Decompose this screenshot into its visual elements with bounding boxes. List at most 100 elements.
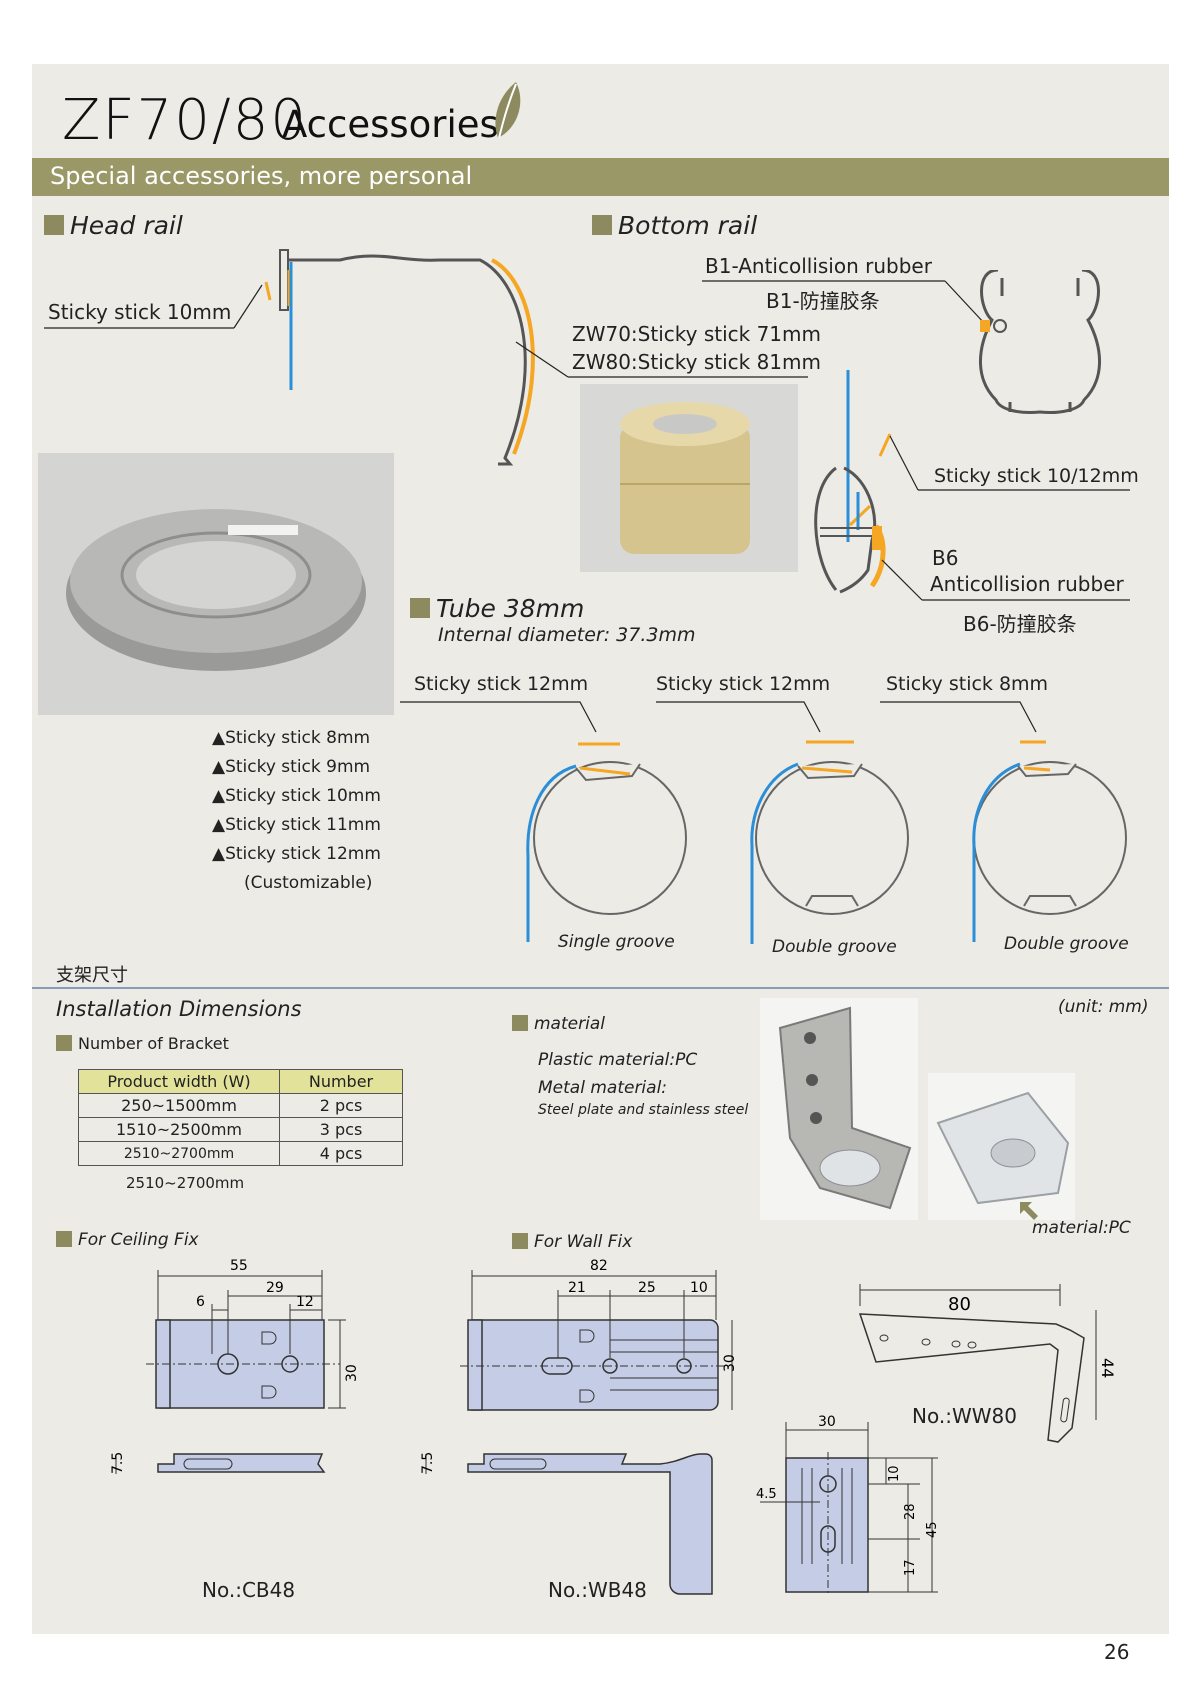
b1-cn-label: B1-防撞胶条 — [766, 289, 880, 313]
leaf-icon — [495, 82, 521, 139]
table-row: 250~1500mm 2 pcs — [78, 1093, 403, 1118]
ceiling-fix-title-text: For Ceiling Fix — [78, 1230, 199, 1250]
b6-label: Anticollision rubber — [930, 572, 1124, 596]
subtitle-text: Special accessories, more personal — [50, 162, 473, 190]
clip-dim-4-5: 4.5 — [756, 1487, 777, 1502]
tube-heading: Tube 38mm — [410, 594, 584, 623]
metal-bracket-photo — [760, 998, 918, 1220]
sticky-size-list: ▲Sticky stick 8mm ▲Sticky stick 9mm ▲Sti… — [212, 728, 412, 893]
table-row: 1510~2500mm 3 pcs — [78, 1117, 403, 1142]
cb48-dim-7-5: 7.5 — [110, 1452, 126, 1474]
metal-material: Metal material: — [538, 1078, 668, 1098]
cb48-dim-29: 29 — [266, 1280, 284, 1296]
wb48-drawing: 82 21 25 10 30 7.5 — [420, 1258, 738, 1595]
tube-heading-text: Tube 38mm — [436, 594, 585, 623]
clip-dim-17: 17 — [903, 1559, 918, 1576]
unit-label: (unit: mm) — [1058, 997, 1149, 1017]
cb48-dim-55: 55 — [230, 1258, 248, 1274]
wb48-dim-21: 21 — [568, 1280, 586, 1296]
ww80-dim-80: 80 — [948, 1294, 971, 1315]
subtitle-banner — [32, 158, 1169, 196]
bracket-count-title-text: Number of Bracket — [78, 1034, 229, 1053]
sticky-roll-photo — [38, 453, 394, 715]
wb48-dim-7-5: 7.5 — [420, 1452, 436, 1474]
plastic-material: Plastic material:PC — [538, 1050, 698, 1070]
section-divider — [32, 987, 1169, 989]
table-cell: 2510~2700mm — [78, 1141, 280, 1166]
table-header: Number — [279, 1069, 403, 1094]
zw70-label: ZW70:Sticky stick 71mm — [572, 322, 821, 346]
arrow-up-icon — [1020, 1202, 1038, 1220]
cb48-name: No.:CB48 — [202, 1578, 296, 1602]
tube-profiles-drawing — [400, 701, 1127, 944]
clip-dim-30: 30 — [818, 1414, 836, 1430]
tube-double-groove-2 — [880, 701, 1127, 942]
tube1-sticky-label: Sticky stick 12mm — [414, 673, 589, 695]
tube2-sticky-label: Sticky stick 12mm — [656, 673, 831, 695]
wb48-dim-10: 10 — [690, 1280, 708, 1296]
ww80-dim-44: 44 — [1098, 1358, 1116, 1378]
tube3-sticky-label: Sticky stick 8mm — [886, 673, 1049, 695]
head-rail-heading: Head rail — [44, 211, 183, 240]
metal-bracket-image — [778, 1006, 912, 1210]
metal-material-detail: Steel plate and stainless steel — [538, 1102, 749, 1118]
wall-fix-title: For Wall Fix — [512, 1232, 632, 1252]
head-rail-profile-drawing — [44, 249, 808, 466]
sticky-size-item: ▲Sticky stick 12mm — [212, 844, 381, 864]
wall-fix-title-text: For Wall Fix — [534, 1232, 633, 1252]
tube-subheading: Internal diameter: 37.3mm — [438, 624, 696, 646]
bottom-rail-drawing — [702, 270, 1130, 601]
bracket-count-title: Number of Bracket — [56, 1034, 229, 1053]
page-number: 26 — [1104, 1640, 1130, 1664]
clip-dim-10: 10 — [887, 1465, 902, 1482]
sticky-size-item: ▲Sticky stick 11mm — [212, 815, 381, 835]
clip-drawing: 30 4.5 10 28 45 17 — [756, 1414, 940, 1596]
clip-dim-28: 28 — [903, 1503, 918, 1520]
tube2-groove-label: Double groove — [772, 937, 897, 957]
install-cn-title: 支架尺寸 — [56, 965, 128, 986]
table-cell: 4 pcs — [279, 1141, 403, 1166]
cb48-drawing: 55 29 6 12 30 7.5 — [110, 1258, 360, 1474]
b1-label: B1-Anticollision rubber — [705, 254, 932, 278]
cb48-dim-6: 6 — [196, 1294, 205, 1310]
sticky-size-item: ▲Sticky stick 10mm — [212, 786, 381, 806]
head-rail-sticky-label: Sticky stick 10mm — [48, 300, 232, 324]
tube-double-groove-1 — [656, 701, 909, 944]
ceiling-fix-title: For Ceiling Fix — [56, 1230, 199, 1250]
bottom-rail-heading-text: Bottom rail — [618, 211, 758, 240]
sticky-size-item: ▲Sticky stick 8mm — [212, 728, 371, 748]
material-title: material — [512, 1014, 605, 1034]
tape-roll-photo — [580, 384, 798, 572]
material-title-text: material — [534, 1014, 605, 1034]
plastic-clip-image — [936, 1091, 1070, 1205]
clip-dim-45: 45 — [925, 1521, 940, 1538]
table-cell: 3 pcs — [279, 1117, 403, 1142]
plastic-clip-photo — [928, 1073, 1075, 1220]
material-pc-label: material:PC — [1032, 1218, 1131, 1238]
bracket-count-table: Product width (W) Number 250~1500mm 2 pc… — [78, 1069, 403, 1166]
head-rail-heading-text: Head rail — [70, 211, 183, 240]
zw80-label: ZW80:Sticky stick 81mm — [572, 350, 821, 374]
table-cell: 1510~2500mm — [78, 1117, 280, 1142]
cb48-dim-12: 12 — [296, 1294, 314, 1310]
customizable-note: (Customizable) — [244, 873, 373, 893]
tube-single-groove — [400, 701, 687, 942]
wb48-dim-82: 82 — [590, 1258, 608, 1274]
square-marker — [512, 1233, 528, 1249]
tube1-groove-label: Single groove — [558, 932, 675, 952]
b6-code: B6 — [932, 546, 959, 570]
bottom-sticky-label: Sticky stick 10/12mm — [934, 465, 1139, 487]
square-marker — [410, 598, 430, 618]
wb48-name: No.:WB48 — [548, 1578, 647, 1602]
table-header: Product width (W) — [78, 1069, 280, 1094]
square-marker — [44, 215, 64, 235]
extra-width-line: 2510~2700mm — [126, 1174, 245, 1192]
sticky-roll-image — [66, 509, 366, 671]
table-header-row: Product width (W) Number — [78, 1069, 403, 1094]
wb48-dim-30: 30 — [722, 1354, 738, 1372]
square-marker — [592, 215, 612, 235]
tape-roll-image — [620, 402, 750, 554]
table-row: 2510~2700mm 4 pcs — [78, 1141, 403, 1166]
page-title-word: Accessories — [282, 103, 499, 146]
bottom-rail-heading: Bottom rail — [592, 211, 757, 240]
